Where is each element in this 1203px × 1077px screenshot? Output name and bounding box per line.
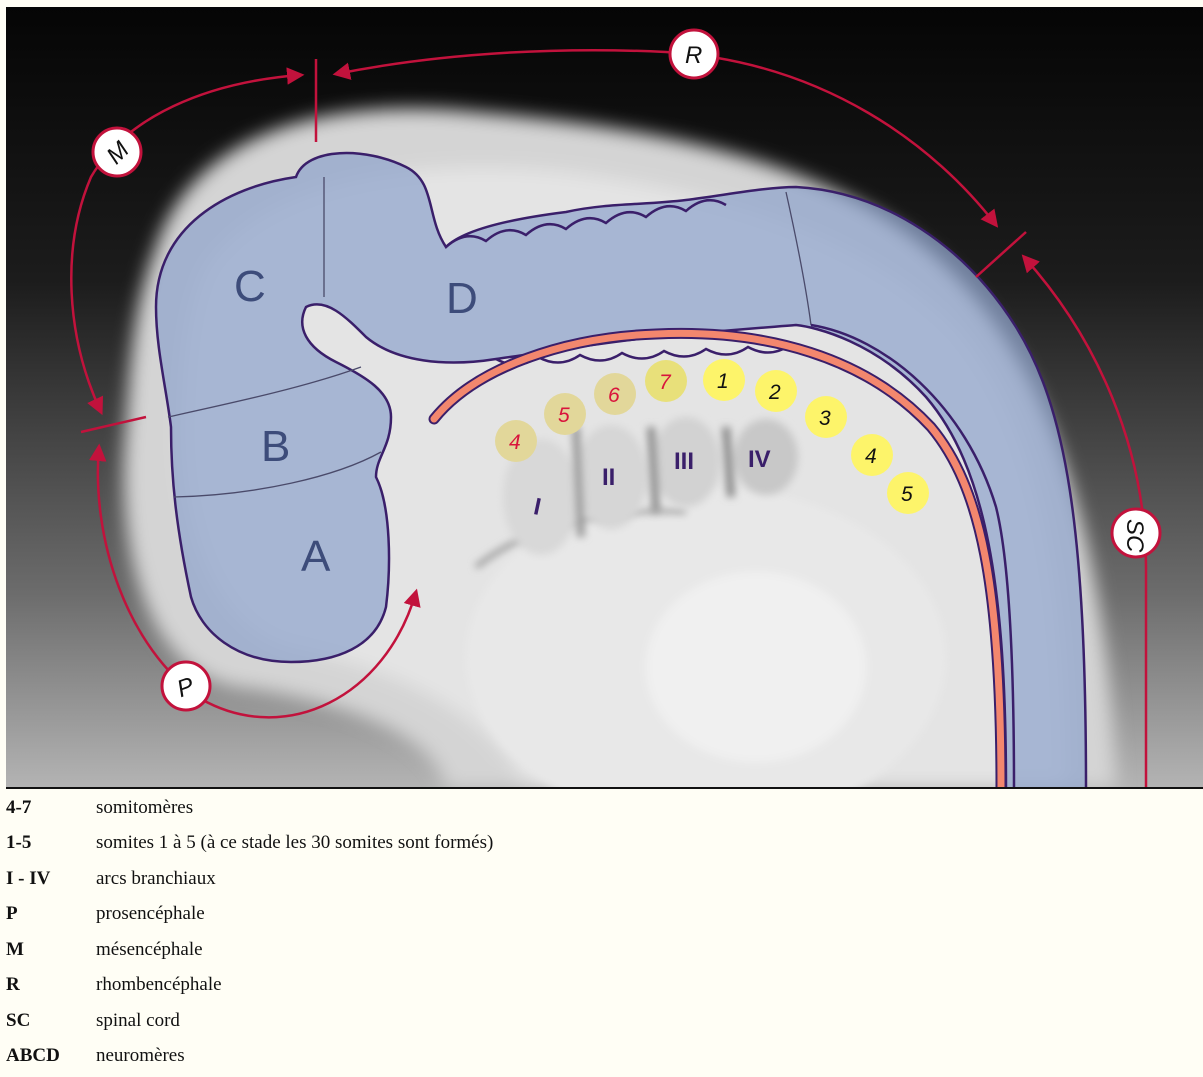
legend-desc: rhombencéphale xyxy=(96,968,1196,1004)
svg-text:4: 4 xyxy=(865,445,877,468)
badge-m: M xyxy=(93,128,141,176)
legend-code: ABCD xyxy=(6,1039,96,1075)
legend-row: M mésencéphale xyxy=(6,932,1196,968)
neuromere-label-b: B xyxy=(261,422,290,471)
legend-desc: somites 1 à 5 (à ce stade les 30 somites… xyxy=(96,826,1196,862)
embryo-figure: C D B A I II III IV 4 5 6 7 1 2 3 4 5 xyxy=(6,7,1203,789)
arch-label-2: II xyxy=(602,464,615,491)
neuromere-label-d: D xyxy=(446,274,478,323)
svg-text:5: 5 xyxy=(901,483,913,506)
legend-code: I - IV xyxy=(6,861,96,897)
badge-p: P xyxy=(162,662,210,710)
svg-text:5: 5 xyxy=(558,404,570,427)
svg-text:R: R xyxy=(685,42,702,69)
legend-code: P xyxy=(6,897,96,933)
legend-row: ABCD neuromères xyxy=(6,1039,1196,1075)
legend-desc: mésencéphale xyxy=(96,932,1196,968)
svg-text:4: 4 xyxy=(509,431,521,454)
badge-r: R xyxy=(670,30,718,78)
arch-label-4: IV xyxy=(748,446,771,473)
legend-desc: somitomères xyxy=(96,790,1196,826)
legend-row: SC spinal cord xyxy=(6,1003,1196,1039)
legend-row: P prosencéphale xyxy=(6,897,1196,933)
svg-text:SC: SC xyxy=(1121,519,1148,553)
svg-text:6: 6 xyxy=(608,384,620,407)
arch-label-3: III xyxy=(674,448,694,475)
legend-desc: arcs branchiaux xyxy=(96,861,1196,897)
badge-sc: SC xyxy=(1112,509,1160,557)
legend-code: R xyxy=(6,968,96,1004)
legend-table: 4-7 somitomères 1-5 somites 1 à 5 (à ce … xyxy=(6,790,1196,1074)
svg-text:3: 3 xyxy=(819,407,831,430)
svg-text:7: 7 xyxy=(659,371,672,394)
legend-row: 1-5 somites 1 à 5 (à ce stade les 30 som… xyxy=(6,826,1196,862)
legend-code: SC xyxy=(6,1003,96,1039)
legend-desc: spinal cord xyxy=(96,1003,1196,1039)
svg-text:1: 1 xyxy=(717,370,729,393)
legend-code: 4-7 xyxy=(6,790,96,826)
legend-row: 4-7 somitomères xyxy=(6,790,1196,826)
legend-code: M xyxy=(6,932,96,968)
legend-code: 1-5 xyxy=(6,826,96,862)
legend-row: I - IV arcs branchiaux xyxy=(6,861,1196,897)
legend-row: R rhombencéphale xyxy=(6,968,1196,1004)
svg-text:2: 2 xyxy=(768,381,781,404)
neuromere-label-a: A xyxy=(301,532,331,581)
legend-desc: neuromères xyxy=(96,1039,1196,1075)
neuromere-label-c: C xyxy=(234,262,266,311)
legend-desc: prosencéphale xyxy=(96,897,1196,933)
